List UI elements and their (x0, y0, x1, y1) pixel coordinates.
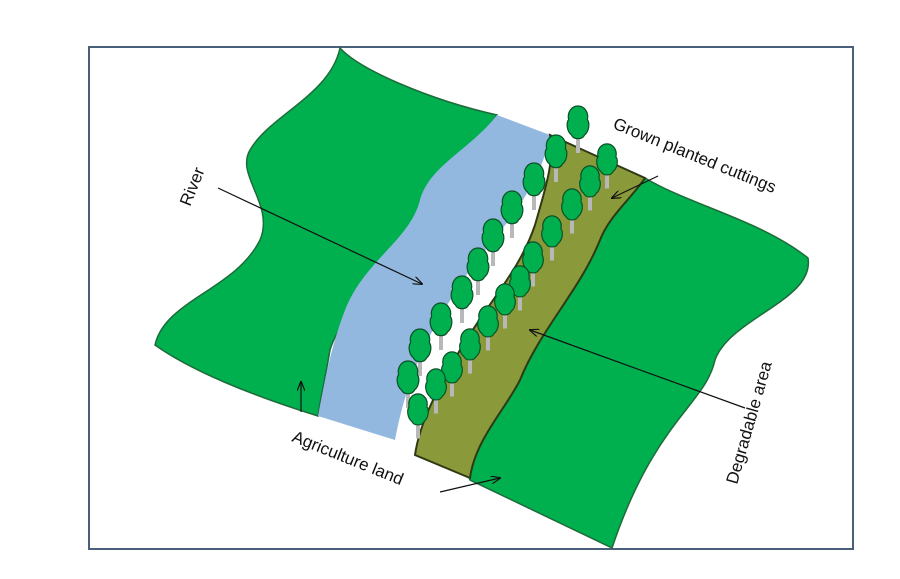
tree-icon (561, 188, 583, 234)
degradable-label: Degradable area (723, 359, 776, 487)
tree-icon (466, 247, 490, 295)
tree-icon (459, 328, 481, 374)
tree-icon (494, 283, 516, 329)
tree-icon (429, 302, 453, 350)
tree-icon (477, 305, 499, 351)
tree-icon (396, 360, 420, 408)
tree-icon (408, 328, 432, 376)
tree-icon (450, 275, 474, 323)
degradable-area (413, 133, 647, 480)
tree-icon (509, 265, 531, 311)
planted-cuttings (396, 105, 618, 439)
river-label: River (176, 164, 209, 208)
tree-icon (596, 143, 618, 189)
diagram-frame (88, 46, 854, 550)
tree-icon (579, 165, 601, 211)
tree-icon (566, 105, 590, 153)
tree-icon (481, 218, 505, 266)
agriculture-arrow-right (439, 478, 500, 493)
tree-icon (541, 215, 563, 261)
degradable-arrow (530, 330, 746, 409)
tree-icon (544, 134, 568, 182)
cuttings-arrow (612, 175, 659, 198)
tree-icon (522, 162, 546, 210)
tree-icon (441, 351, 463, 397)
river (318, 115, 550, 440)
tree-icon (522, 241, 544, 287)
river-arrow (217, 187, 422, 284)
tree-icon (500, 190, 524, 238)
tree-icon (407, 393, 429, 439)
tree-icon (425, 368, 447, 414)
